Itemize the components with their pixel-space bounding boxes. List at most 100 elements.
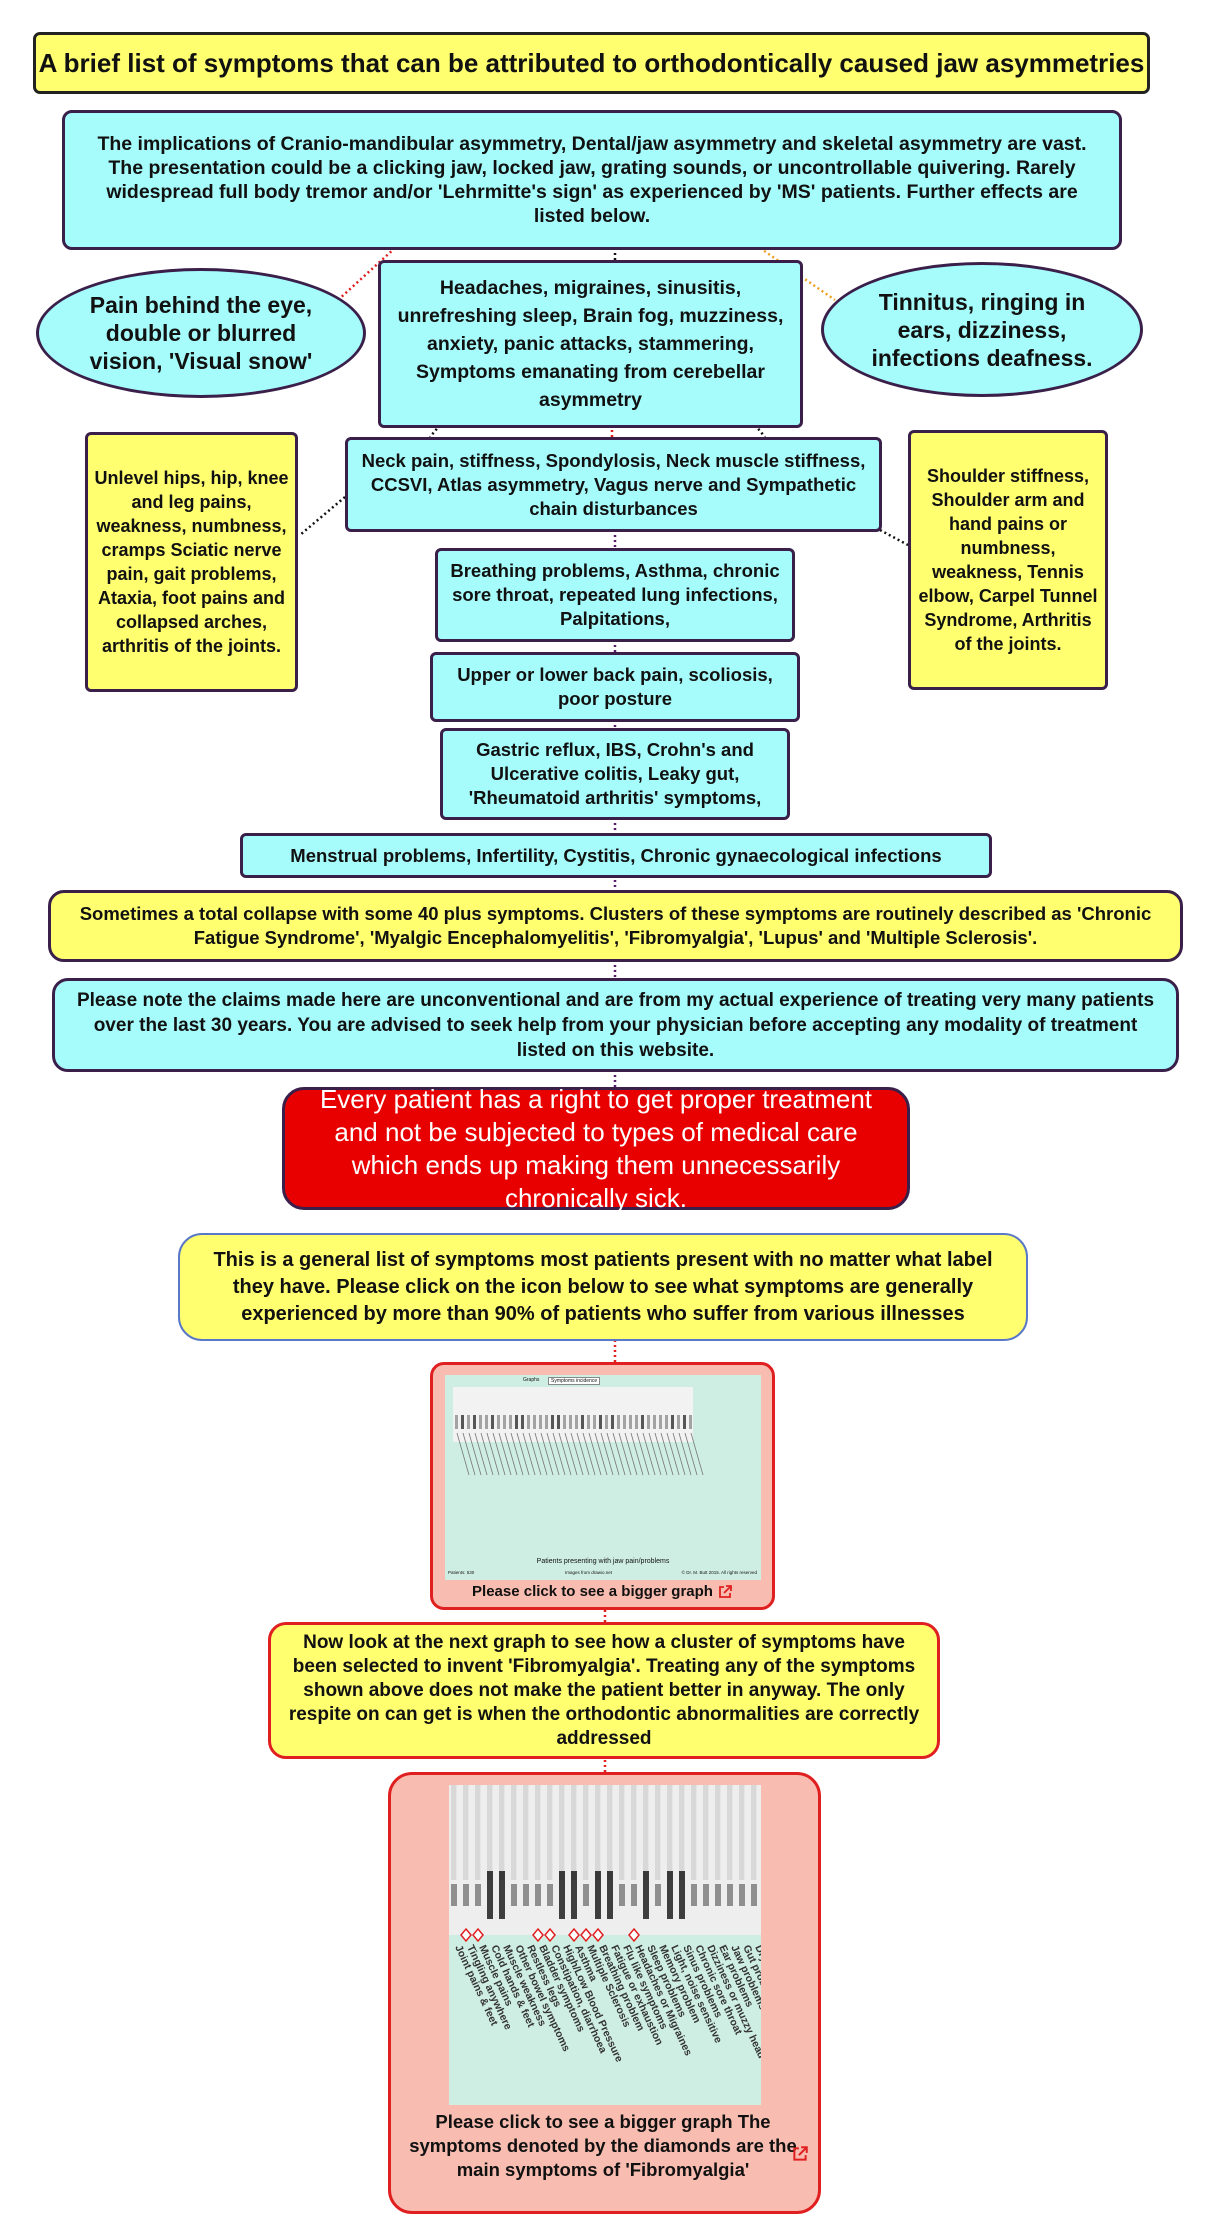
graph1-label-stroke — [654, 1432, 668, 1476]
graph2-bar — [463, 1884, 469, 1906]
graph1-label-stroke — [660, 1432, 674, 1476]
symptoms-graph-thumbnail[interactable]: Graphs Symptoms incidence Patients prese… — [445, 1375, 761, 1580]
general-list-box: This is a general list of symptoms most … — [178, 1233, 1028, 1341]
graph1-bar — [461, 1415, 464, 1429]
graph1-label-stroke — [546, 1432, 560, 1476]
neck-symptoms-box: Neck pain, stiffness, Spondylosis, Neck … — [345, 437, 882, 532]
graph1-bar — [653, 1415, 656, 1429]
graph2-plot-area — [449, 1785, 761, 1935]
graph1-label-stroke — [522, 1432, 536, 1476]
fibromyalgia-diamond-icon — [592, 1927, 604, 1943]
graph1-bar — [551, 1415, 554, 1429]
graph2-stripe — [619, 1785, 625, 1880]
graph1-label-stroke — [498, 1432, 512, 1476]
intro-box: The implications of Cranio-mandibular as… — [62, 110, 1122, 250]
graph1-bar — [677, 1415, 680, 1429]
graph2-stripe — [751, 1785, 757, 1880]
graph1-bar — [527, 1415, 530, 1429]
graph2-caption-link[interactable]: Please click to see a bigger graph The s… — [409, 2111, 797, 2180]
graph1-label-stroke — [588, 1432, 602, 1476]
graph2-stripe — [571, 1785, 577, 1880]
graph1-bar — [533, 1415, 536, 1429]
graph2-stripe — [643, 1785, 649, 1880]
graph2-bar — [559, 1871, 565, 1919]
shoulder-symptoms-box: Shoulder stiffness, Shoulder arm and han… — [908, 430, 1108, 690]
graph1-tab-right: Symptoms incidence — [548, 1377, 601, 1385]
graph1-image — [453, 1387, 704, 1476]
external-link-icon[interactable] — [717, 1584, 733, 1600]
page-title: A brief list of symptoms that can be att… — [33, 32, 1150, 94]
graph2-bar — [583, 1884, 589, 1906]
graph2-stripe — [583, 1785, 589, 1880]
graph1-label-stroke — [492, 1432, 506, 1476]
graph2-stripe — [679, 1785, 685, 1880]
graph1-label-stroke — [624, 1432, 638, 1476]
graph2-stripe — [691, 1785, 697, 1880]
graph1-card[interactable]: Graphs Symptoms incidence Patients prese… — [430, 1362, 775, 1610]
graph2-bar — [595, 1871, 601, 1919]
graph2-stripe — [631, 1785, 637, 1880]
patient-rights-box: Every patient has a right to get proper … — [282, 1084, 910, 1213]
graph1-caption-link[interactable]: Please click to see a bigger graph — [433, 1583, 772, 1600]
graph1-bar — [671, 1415, 674, 1429]
graph1-label-stroke — [486, 1432, 500, 1476]
graph1-label-stroke — [666, 1432, 680, 1476]
graph1-label-stroke — [516, 1432, 530, 1476]
graph2-stripe — [535, 1785, 541, 1880]
graph1-bar — [593, 1415, 596, 1429]
graph1-label-stroke — [480, 1432, 494, 1476]
graph2-stripe — [739, 1785, 745, 1880]
graph1-bar — [503, 1415, 506, 1429]
graph2-stripe — [463, 1785, 469, 1880]
graph1-bar — [647, 1415, 650, 1429]
fibromyalgia-diamond-icon — [472, 1927, 484, 1943]
graph2-bar — [631, 1884, 637, 1906]
graph1-bar — [569, 1415, 572, 1429]
graph1-bar — [455, 1415, 458, 1429]
graph1-bar — [617, 1415, 620, 1429]
graph2-stripe — [667, 1785, 673, 1880]
graph1-label-stroke — [558, 1432, 572, 1476]
graph1-bar — [641, 1415, 644, 1429]
graph1-bar — [557, 1415, 560, 1429]
fibromyalgia-explanation-box: Now look at the next graph to see how a … — [268, 1622, 940, 1759]
graph2-bar — [643, 1871, 649, 1919]
external-link-icon[interactable] — [791, 2145, 809, 2163]
graph2-bar — [571, 1871, 577, 1919]
graph1-bar — [509, 1415, 512, 1429]
disclaimer-box: Please note the claims made here are unc… — [52, 978, 1179, 1072]
graph2-stripe — [607, 1785, 613, 1880]
graph1-bar — [521, 1415, 524, 1429]
hips-symptoms-box: Unlevel hips, hip, knee and leg pains, w… — [85, 432, 298, 692]
menstrual-symptoms-box: Menstrual problems, Infertility, Cystiti… — [240, 833, 992, 878]
graph1-bottom-left: Patients: 530 — [448, 1570, 475, 1575]
graph1-label-stroke — [648, 1432, 662, 1476]
graph1-bar — [683, 1415, 686, 1429]
graph2-stripe — [727, 1785, 733, 1880]
graph1-bar — [599, 1415, 602, 1429]
head-symptoms-box: Headaches, migraines, sinusitis, unrefre… — [378, 260, 803, 428]
graph2-stripe — [511, 1785, 517, 1880]
graph1-bar — [665, 1415, 668, 1429]
graph2-bar — [523, 1884, 529, 1906]
graph1-bar — [491, 1415, 494, 1429]
graph1-label-stroke — [576, 1432, 590, 1476]
graph2-bar — [619, 1884, 625, 1906]
graph1-bar — [659, 1415, 662, 1429]
graph1-bottom-title: Patients presenting with jaw pain/proble… — [536, 1558, 670, 1565]
graph1-plot-area — [453, 1387, 693, 1442]
graph2-bar — [727, 1884, 733, 1906]
graph1-label-stroke — [678, 1432, 692, 1476]
ear-symptoms-ellipse: Tinnitus, ringing in ears, dizziness, in… — [821, 262, 1143, 397]
graph1-tab-left: Graphs — [523, 1377, 540, 1383]
graph2-stripe — [451, 1785, 457, 1880]
graph1-label-stroke — [528, 1432, 542, 1476]
graph2-stripe — [703, 1785, 709, 1880]
graph1-bar — [485, 1415, 488, 1429]
eye-symptoms-ellipse: Pain behind the eye, double or blurred v… — [36, 268, 366, 398]
graph1-bar — [497, 1415, 500, 1429]
graph1-label-stroke — [504, 1432, 518, 1476]
